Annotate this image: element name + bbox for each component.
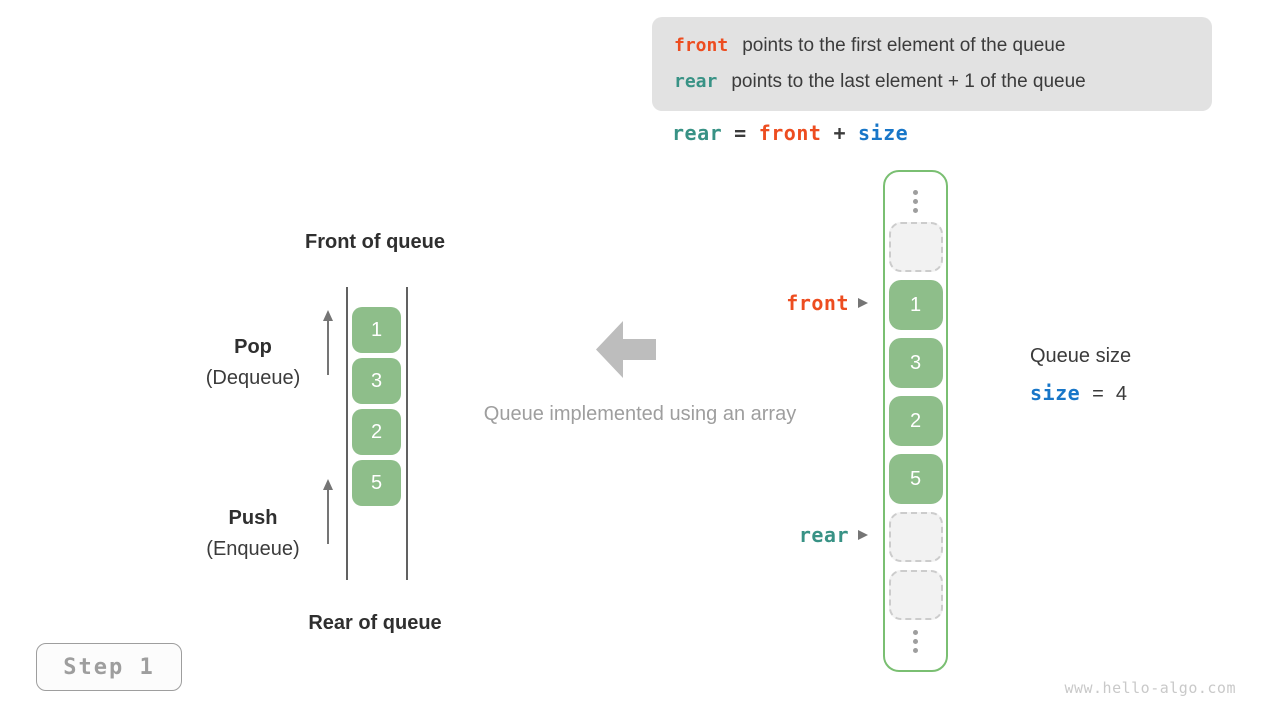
rear-front-size-formula: rear = front + size (672, 121, 908, 145)
enqueue-label-text: (Enqueue) (206, 538, 300, 560)
front-of-queue-label: Front of queue (305, 231, 445, 253)
front-code-token: front (674, 35, 729, 56)
array-continues-ellipsis-icon (913, 188, 918, 214)
front-pointer-label: front (786, 291, 849, 315)
size-equals-sign: = (1092, 383, 1104, 405)
array-empty-slot (888, 512, 943, 562)
push-label-text: Push (228, 507, 278, 529)
rear-pointer-label: rear (798, 523, 849, 547)
front-explanation-text: points to the first element of the queue (742, 35, 1066, 56)
pop-label-text: Pop (234, 336, 272, 358)
pointer-explanation-box: front points to the first element of the… (652, 17, 1212, 111)
array-empty-slot (888, 570, 943, 620)
push-operation-label: Push (Enqueue) (173, 507, 333, 561)
array-empty-slot (888, 222, 943, 272)
formula-equals-sign: = (734, 121, 747, 145)
queue-cell: 2 (352, 409, 401, 455)
queue-channel-right-line (406, 287, 408, 580)
array-value-slot: 3 (888, 338, 943, 388)
array-container: 1 3 2 5 (883, 170, 948, 672)
rear-code-token: rear (674, 71, 718, 92)
size-value: 4 (1115, 383, 1127, 405)
front-pointer: front (698, 291, 868, 315)
formula-front-token: front (758, 121, 822, 145)
size-variable-token: size (1030, 381, 1081, 405)
queue-cell: 5 (352, 460, 401, 506)
array-value-slot: 2 (888, 396, 943, 446)
rear-explanation-text: points to the last element + 1 of the qu… (731, 71, 1086, 92)
queue-size-title: Queue size (1030, 345, 1132, 367)
rear-of-queue-label: Rear of queue (308, 612, 442, 634)
front-explanation-line: front points to the first element of the… (674, 31, 1190, 61)
dequeue-label-text: (Dequeue) (205, 367, 301, 389)
formula-rear-token: rear (672, 121, 723, 145)
array-continues-ellipsis-icon (913, 628, 918, 654)
array-value-slot: 1 (888, 280, 943, 330)
rear-explanation-line: rear points to the last element + 1 of t… (674, 67, 1190, 97)
conceptual-queue-cells: 1 3 2 5 (352, 307, 401, 506)
step-badge: Step 1 (36, 643, 182, 691)
right-arrow-icon (858, 530, 868, 540)
left-block-arrow-icon (596, 321, 656, 378)
watermark-text: www.hello-algo.com (1064, 679, 1236, 697)
formula-plus-sign: + (833, 121, 846, 145)
array-value-slot: 5 (888, 454, 943, 504)
queue-channel-left-line (346, 287, 348, 580)
right-arrow-icon (858, 298, 868, 308)
queue-cell: 1 (352, 307, 401, 353)
push-direction-arrow-icon (322, 479, 333, 544)
pop-operation-label: Pop (Dequeue) (173, 336, 333, 390)
pop-direction-arrow-icon (322, 310, 333, 375)
queue-cell: 3 (352, 358, 401, 404)
formula-size-token: size (857, 121, 909, 145)
array-implementation-caption: Queue implemented using an array (483, 403, 797, 425)
queue-size-equation: size = 4 (1030, 381, 1127, 406)
rear-pointer: rear (698, 523, 868, 547)
